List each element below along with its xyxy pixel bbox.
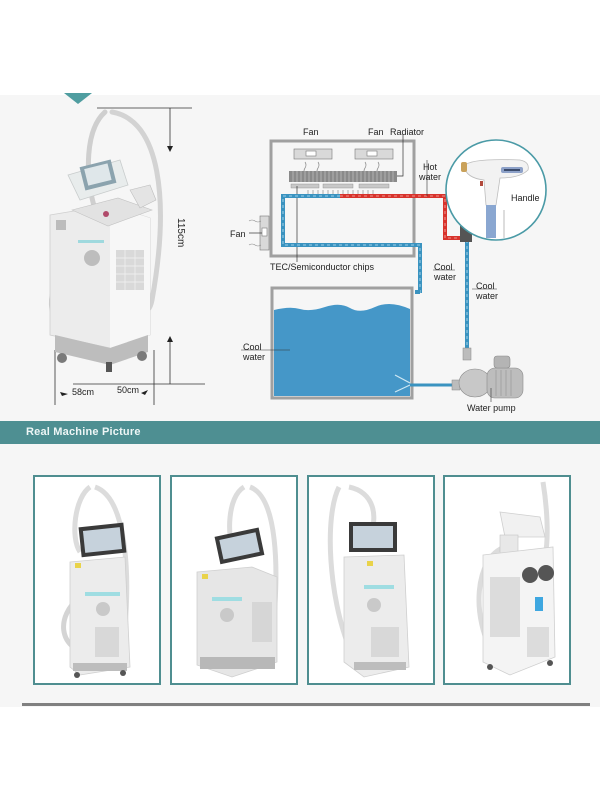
arrow-head bbox=[60, 392, 68, 396]
handpiece-illustration bbox=[461, 159, 529, 238]
label-cool-water-a-1: Cool bbox=[434, 262, 453, 272]
bottom-divider bbox=[22, 703, 590, 706]
label-hot-water-2: water bbox=[419, 172, 442, 182]
arrow-head bbox=[141, 390, 148, 395]
label-fan-top-right: Fan bbox=[368, 127, 384, 137]
radiator-fins bbox=[292, 171, 394, 182]
depth-dimension-label: 58cm bbox=[72, 387, 95, 397]
label-tec-chips: TEC/Semiconductor chips bbox=[270, 262, 375, 272]
label-cool-water-b-2: water bbox=[476, 291, 499, 301]
hot-pipe bbox=[340, 194, 462, 240]
label-radiator: Radiator bbox=[390, 127, 425, 137]
label-cool-water-b-1: Cool bbox=[476, 281, 495, 291]
label-hot-water-1: Hot bbox=[423, 162, 438, 172]
tec-chip bbox=[322, 183, 354, 189]
top-fan-right bbox=[354, 148, 394, 160]
top-fan-left bbox=[293, 148, 333, 160]
machine-photo-1 bbox=[33, 475, 161, 685]
arrow-head bbox=[167, 146, 173, 152]
arrow-head bbox=[167, 336, 173, 342]
label-cool-water-a-2: water bbox=[434, 272, 457, 282]
label-water-pump: Water pump bbox=[467, 403, 516, 413]
dimension-lines bbox=[54, 107, 205, 405]
tank-water bbox=[274, 303, 410, 396]
water-pump bbox=[451, 347, 524, 399]
label-handle: Handle bbox=[511, 193, 540, 203]
section-title: Real Machine Picture bbox=[26, 426, 141, 438]
tec-chip bbox=[358, 183, 390, 189]
machine-photo-3 bbox=[307, 475, 435, 685]
machine-illustration bbox=[49, 109, 163, 372]
machine-photo-4 bbox=[443, 475, 571, 685]
cool-pipe-inner bbox=[281, 194, 422, 293]
label-cool-water-tank-2: water bbox=[243, 352, 266, 362]
tank-outlet-arrow bbox=[394, 374, 411, 393]
label-fan-top-left: Fan bbox=[303, 127, 319, 137]
width-dimension-label: 50cm bbox=[117, 385, 140, 395]
machine-photo-2 bbox=[170, 475, 298, 685]
water-tank bbox=[270, 286, 414, 400]
section-banner: Real Machine Picture bbox=[0, 421, 600, 444]
tec-chip bbox=[290, 183, 320, 189]
label-cool-water-tank-1: Cool bbox=[243, 342, 262, 352]
cooler-housing bbox=[269, 139, 416, 258]
teal-chevron-icon bbox=[64, 93, 92, 104]
radiator-leader bbox=[397, 134, 404, 177]
label-fan-left: Fan bbox=[230, 229, 246, 239]
radiator bbox=[289, 171, 397, 182]
tec-heat-arrows bbox=[307, 190, 374, 194]
